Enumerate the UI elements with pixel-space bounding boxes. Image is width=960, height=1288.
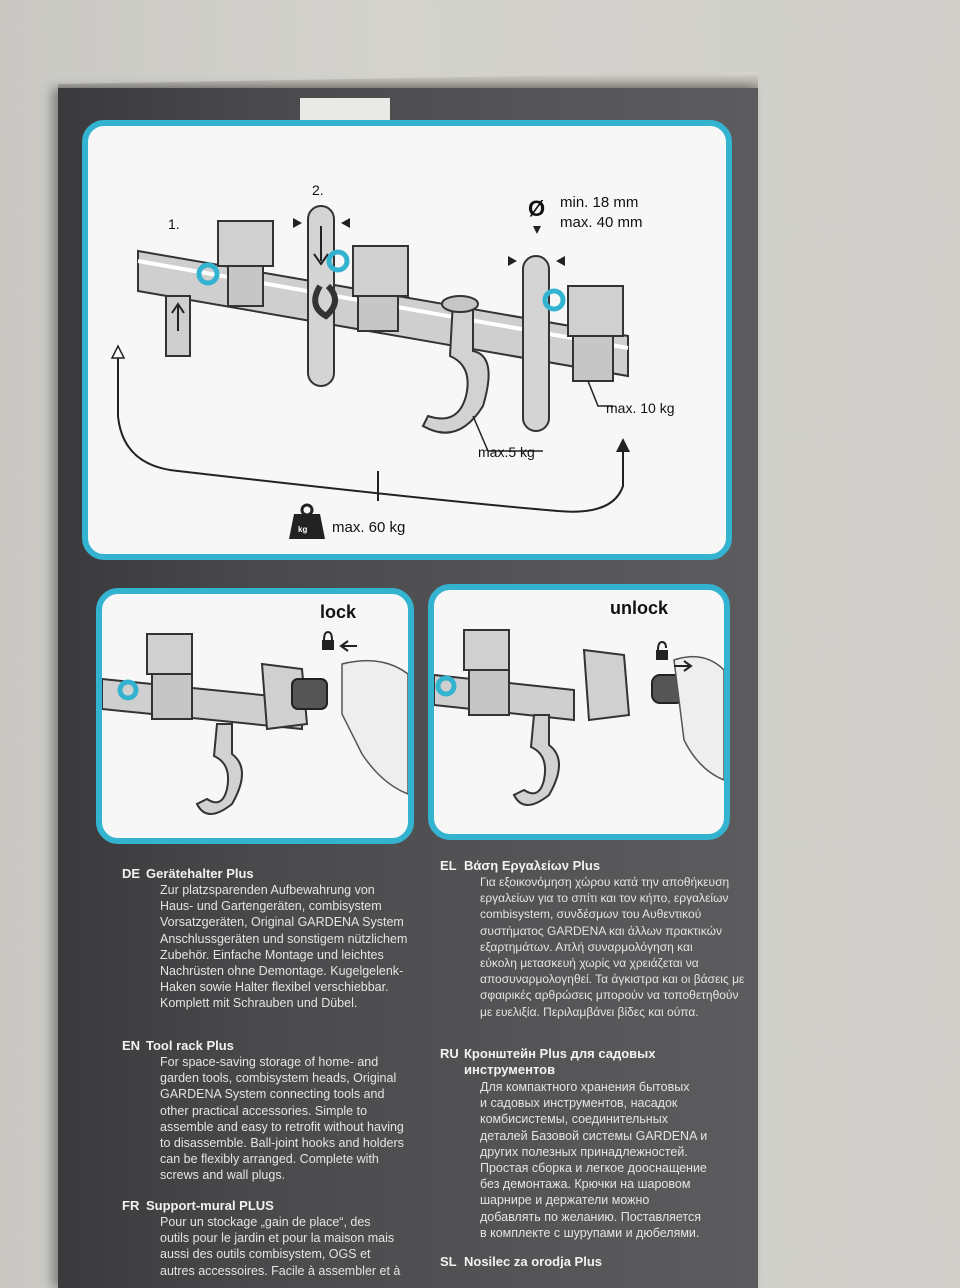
- text-block-el: EL Βάση Εργαλείων Plus Για εξοικονόμηση …: [440, 858, 744, 1038]
- language-code: SL: [440, 1254, 457, 1269]
- body-line: αποσυναρμολογηθεί. Τα άγκιστρα και οι βά…: [480, 972, 745, 987]
- section-title: Support-mural PLUS: [146, 1198, 274, 1213]
- text-block-fr: FR Support-mural PLUS Pour un stockage „…: [122, 1198, 432, 1280]
- body-line: Vorsatzgeräten, Original GARDENA System: [160, 915, 404, 930]
- body-line: εύκολη μετασκευή χωρίς να χρειάζεται να: [480, 956, 699, 971]
- tool-rack-illustration: [110, 205, 630, 539]
- body-line: εργαλείων για το σπίτι και τον κήπο, εργ…: [480, 891, 729, 906]
- body-line: шарнире и держатели можно: [480, 1193, 650, 1208]
- body-line: Zur platzsparenden Aufbewahrung von: [160, 883, 375, 897]
- body-line: Nachrüsten ohne Demontage. Kugelgelenk-: [160, 964, 404, 979]
- holder-load-label: max. 10 kg: [606, 400, 675, 416]
- section-title: Nosilec za orodja Plus: [464, 1254, 602, 1269]
- body-line: в комплекте с шурупами и дюбелями.: [480, 1225, 700, 1240]
- body-line: Anschlussgeräten und sonstigem nützliche…: [160, 931, 408, 946]
- body-line: Простая сборка и легкое дооснащение: [480, 1161, 707, 1176]
- body-line: autres accessoires. Facile à assembler e…: [160, 1263, 401, 1278]
- hook-load-label: max.5 kg: [478, 444, 535, 460]
- lock-label: lock: [320, 602, 357, 622]
- step-1-label: 1.: [168, 216, 180, 232]
- body-line: Для компактного хранения бытовых: [480, 1080, 690, 1094]
- step-2-label: 2.: [312, 182, 324, 198]
- section-body: Pour un stockage „gain de place“, des out…: [160, 1214, 400, 1279]
- section-body: For space-saving storage of home- and gar…: [160, 1054, 404, 1184]
- language-code: EN: [122, 1038, 141, 1053]
- unlock-panel: unlock: [428, 584, 730, 840]
- body-line: outils pour le jardin et pour la maison …: [160, 1231, 395, 1246]
- body-line: без демонтажа. Крючки на шаровом: [480, 1177, 691, 1192]
- body-line: aussi des outils combisystem, OGS et: [160, 1247, 371, 1262]
- body-line: Haken sowie Halter flexibel verschiebbar…: [160, 980, 389, 995]
- mounting-diagram-panel: 1. 2. Ø min. 18 mm max. 40 mm max. 10 kg…: [82, 120, 732, 560]
- text-block-de: DE Gerätehalter Plus Zur platzsparenden …: [122, 866, 432, 1026]
- section-body: Для компактного хранения бытовых и садовы…: [480, 1079, 707, 1241]
- lock-illustration: [102, 630, 408, 815]
- body-line: assemble and easy to retrofit without ha…: [160, 1119, 404, 1134]
- section-body: Για εξοικονόμηση χώρου κατά την αποθήκευ…: [480, 874, 744, 1020]
- body-line: σφαιρικές αρθρώσεις μπορούν να τοποθετηθ…: [480, 988, 739, 1003]
- body-line: can be flexibly arranged. Complete with: [160, 1152, 379, 1167]
- body-line: garden tools, combisystem heads, Origina…: [160, 1071, 397, 1086]
- lock-panel: lock: [96, 588, 414, 844]
- section-title: Tool rack Plus: [146, 1038, 234, 1053]
- body-line: combisystem, συνδέσμων του Αυθεντικού: [480, 907, 702, 922]
- diameter-max-label: max. 40 mm: [560, 214, 643, 231]
- body-line: и садовых инструментов, насадок: [480, 1096, 678, 1111]
- body-line: For space-saving storage of home- and: [160, 1055, 379, 1069]
- language-code: FR: [122, 1198, 140, 1213]
- diameter-min-label: min. 18 mm: [560, 194, 639, 211]
- section-title: Кронштейн Plus для садовых инструментов: [464, 1046, 656, 1077]
- body-line: συστήματος GARDENA και άλλων πρακτικών: [480, 923, 722, 938]
- body-line: Komplett mit Schrauben und Dübel.: [160, 996, 358, 1011]
- section-title: Βάση Εργαλείων Plus: [464, 858, 601, 873]
- weight-icon: kg: [298, 525, 308, 534]
- body-line: other practical accessories. Simple to: [160, 1103, 368, 1118]
- body-line: εξαρτημάτων. Απλή συναρμολόγηση και: [480, 939, 693, 954]
- body-line: комбисистемы, соединительных: [480, 1112, 668, 1127]
- unlock-label: unlock: [610, 598, 669, 618]
- body-line: screws and wall plugs.: [160, 1168, 286, 1183]
- body-line: Για εξοικονόμηση χώρου κατά την αποθήκευ…: [480, 875, 730, 889]
- body-line: деталей Базовой системы GARDENA и: [480, 1128, 708, 1143]
- language-code: EL: [440, 858, 457, 873]
- body-line: Haus- und Gartengeräten, combisystem: [160, 899, 382, 914]
- section-title: Gerätehalter Plus: [146, 866, 254, 881]
- text-block-en: EN Tool rack Plus For space-saving stora…: [122, 1038, 432, 1198]
- body-line: Zubehör. Einfache Montage und leichtes: [160, 947, 384, 962]
- total-load-label: max. 60 kg: [332, 519, 406, 536]
- language-code: RU: [440, 1046, 459, 1061]
- body-line: GARDENA System connecting tools and: [160, 1087, 385, 1102]
- body-line: других полезных принадлежностей.: [480, 1144, 688, 1159]
- body-line: Pour un stockage „gain de place“, des: [160, 1215, 371, 1229]
- text-block-sl: SL Nosilec za orodja Plus: [440, 1254, 740, 1280]
- unlock-illustration: [434, 629, 724, 806]
- body-line: добавлять по желанию. Поставляется: [480, 1209, 702, 1224]
- diameter-icon: Ø: [528, 196, 546, 221]
- body-line: to disassemble. Ball-joint hooks and hol…: [160, 1136, 404, 1151]
- language-code: DE: [122, 866, 141, 881]
- text-block-ru: RU Кронштейн Plus для садовых инструмент…: [440, 1046, 740, 1240]
- body-line: με ευελιξία. Περιλαμβάνει βίδες και ούπα…: [480, 1004, 699, 1019]
